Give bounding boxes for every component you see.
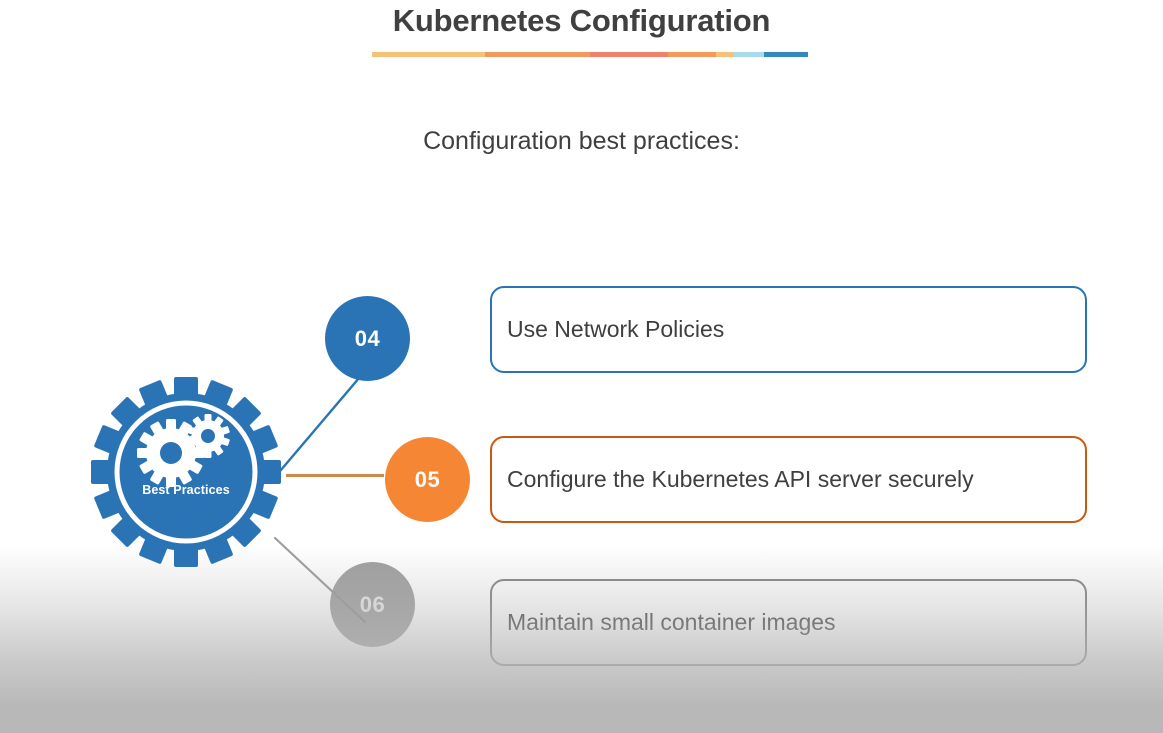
title-underline-rule — [372, 52, 808, 57]
statement-text-06: Maintain small container images — [507, 609, 836, 635]
subtitle: Configuration best practices: — [423, 127, 740, 155]
rule-segment-4 — [668, 52, 717, 57]
rule-segment-5 — [716, 52, 734, 57]
page-title: Kubernetes Configuration — [392, 3, 771, 38]
rule-segment-1 — [372, 52, 486, 57]
connector-line-05 — [286, 474, 384, 477]
rule-segment-6 — [733, 52, 765, 57]
statement-box-06[interactable]: Maintain small container images — [490, 579, 1087, 666]
rule-segment-7 — [764, 52, 808, 57]
step-circle-05[interactable]: 05 — [385, 437, 470, 522]
step-circle-04[interactable]: 04 — [325, 296, 410, 381]
gear-icon — [91, 377, 281, 567]
rule-segment-2 — [485, 52, 590, 57]
statement-box-05[interactable]: Configure the Kubernetes API server secu… — [490, 436, 1087, 523]
statement-text-05: Configure the Kubernetes API server secu… — [507, 466, 974, 492]
connector-line-04 — [273, 369, 367, 479]
best-practices-gear-emblem: Best Practices — [91, 377, 281, 567]
statement-text-04: Use Network Policies — [507, 316, 725, 342]
rule-segment-3 — [589, 52, 669, 57]
statement-box-04[interactable]: Use Network Policies — [490, 286, 1087, 373]
connector-line-06 — [273, 536, 367, 624]
